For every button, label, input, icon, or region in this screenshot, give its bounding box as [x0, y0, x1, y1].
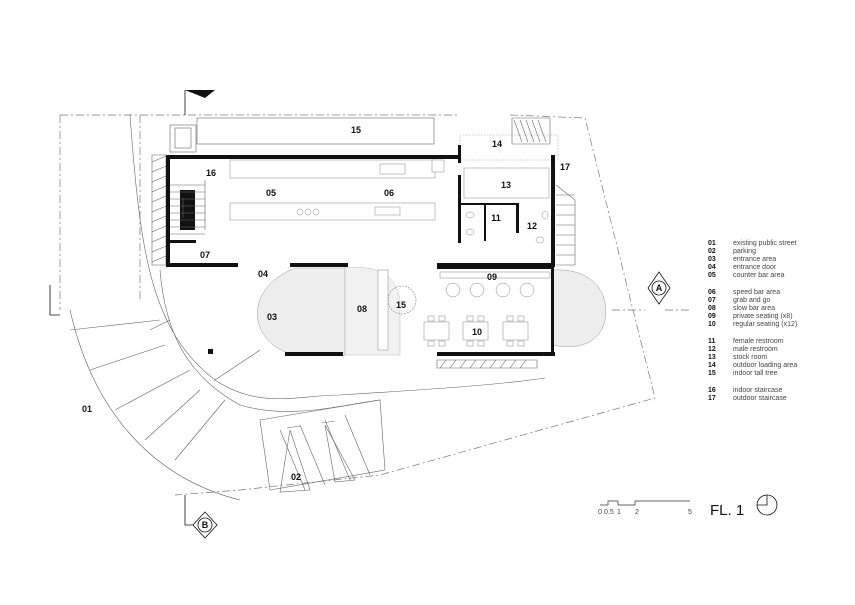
kitchen-counters	[229, 159, 445, 221]
north-arrow-icon	[756, 494, 778, 516]
legend-text: 13	[708, 354, 716, 361]
legend-text: female restroom	[733, 338, 784, 345]
label: 2	[635, 509, 639, 516]
legend-text: 17	[708, 395, 716, 402]
room-label-16: 16	[206, 168, 216, 178]
legend-text: 07	[708, 297, 716, 304]
legend-text: outdoor staircase	[733, 395, 787, 402]
room-label-02: 02	[291, 472, 301, 482]
room-label-03: 03	[267, 312, 277, 322]
room-label-05: 05	[266, 188, 276, 198]
room-label-17: 17	[560, 162, 570, 172]
legend-text: 14	[708, 362, 716, 369]
room-label-01: 01	[82, 404, 92, 414]
room-label-07: 07	[200, 250, 210, 260]
slow-bar-floor	[344, 267, 401, 356]
east-planter	[552, 269, 607, 347]
legend-text: indoor staircase	[733, 387, 783, 394]
legend-text: entrance door	[733, 264, 777, 271]
section-flag-top	[184, 90, 215, 115]
legend-text: 06	[708, 289, 716, 296]
regular-seating	[423, 315, 529, 347]
elevator-inner	[174, 127, 192, 149]
room-label-08: 08	[357, 304, 367, 314]
legend-text: slow bar area	[733, 305, 775, 312]
legend-text: 09	[708, 313, 716, 320]
legend-text: counter bar area	[733, 272, 784, 279]
legend-text: 08	[708, 305, 716, 312]
legend-text: 10	[708, 321, 716, 328]
legend-text: 05	[708, 272, 716, 279]
legend-text: 01	[708, 240, 716, 247]
room-label-06: 06	[384, 188, 394, 198]
street-curves	[69, 114, 546, 501]
room-label-12: 12	[527, 221, 537, 231]
indoor-tree	[387, 285, 417, 315]
west-ramp	[151, 154, 167, 266]
section-flag-left	[49, 285, 60, 316]
label: 0.5	[604, 509, 614, 516]
room-label-15: 15	[351, 125, 361, 135]
room-label-09: 09	[487, 272, 497, 282]
loading-area	[459, 134, 559, 161]
legend-text: entrance area	[733, 256, 776, 263]
scale-bar: 0 0.5 1 2 5	[598, 500, 692, 516]
legend-text: 11	[708, 338, 716, 345]
legend-text: 04	[708, 264, 716, 271]
stock-shelves	[463, 167, 550, 199]
room-label-11: 11	[491, 213, 501, 223]
legend-text: 15	[708, 370, 716, 377]
legend-item: 01 existing public street 02 parking 03 ent…	[708, 240, 797, 402]
legend-text: 12	[708, 346, 716, 353]
label: 5	[688, 509, 692, 516]
legend: 01 existing public street 02 parking 03 ent…	[708, 240, 797, 402]
legend-text: grab and go	[733, 297, 770, 304]
legend-text: 16	[708, 387, 716, 394]
section-b-label: B	[202, 520, 209, 530]
legend-text: existing public street	[733, 240, 796, 247]
label: 1	[617, 509, 621, 516]
legend-text: regular seating (x12)	[733, 321, 797, 328]
restroom-fixtures	[465, 210, 549, 244]
legend-text: indoor tall tree	[733, 370, 777, 377]
room-label-10: 10	[472, 327, 482, 337]
bottom-ramp	[436, 359, 538, 369]
section-marker-b: B	[184, 495, 218, 539]
legend-text: outdoor loading area	[733, 362, 797, 369]
outdoor-staircase	[555, 184, 576, 266]
elevator-box	[169, 124, 197, 153]
parking-markings	[279, 420, 356, 493]
room-label-14: 14	[492, 139, 502, 149]
label: 0	[598, 509, 602, 516]
legend-text: parking	[733, 248, 756, 255]
legend-text: male restroom	[733, 346, 778, 353]
legend-text: private seating (x8)	[733, 313, 793, 320]
legend-text: 03	[708, 256, 716, 263]
floor-title: FL. 1	[710, 502, 744, 519]
legend-text: stock room	[733, 354, 767, 361]
section-a-label: A	[656, 283, 663, 293]
tree-planter	[196, 117, 435, 145]
room-label-13: 13	[501, 180, 511, 190]
private-seating	[439, 271, 551, 298]
legend-text: speed bar area	[733, 289, 780, 296]
slow-bar-counter	[377, 269, 389, 351]
outdoor-stair-top	[511, 117, 551, 145]
room-label-04: 04	[258, 269, 268, 279]
indoor-staircase	[170, 180, 206, 235]
section-marker-a: A	[612, 271, 690, 311]
site-boundary	[59, 114, 656, 496]
legend-text: 02	[708, 248, 716, 255]
room-label-15-tree: 15	[396, 300, 406, 310]
